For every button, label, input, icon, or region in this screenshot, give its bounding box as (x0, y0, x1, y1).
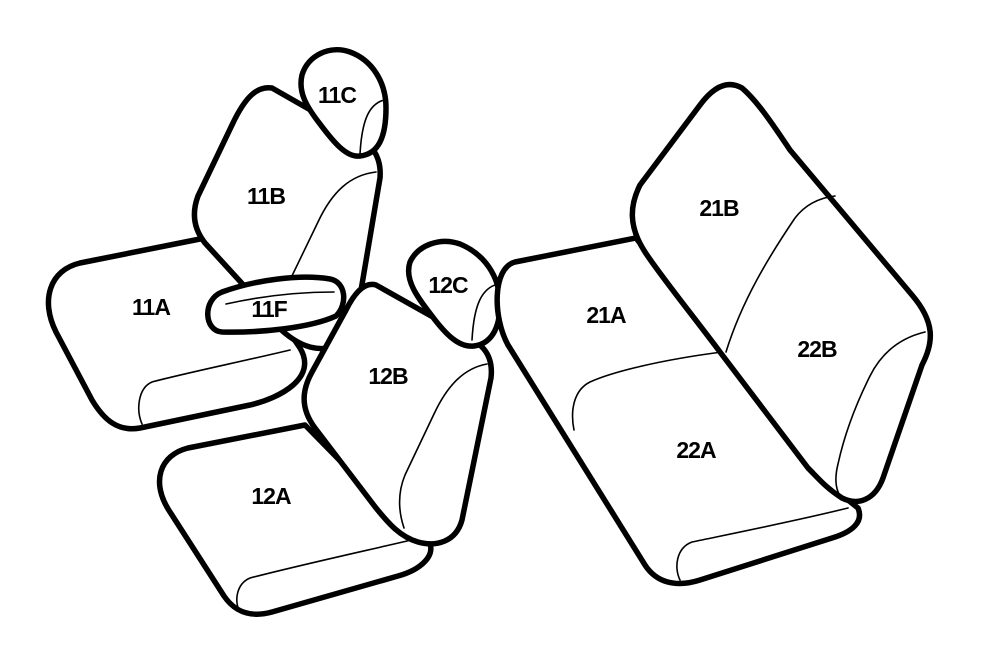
label-11A: 11A (132, 294, 170, 320)
seat-12 (156, 238, 503, 618)
part-21B-22B-backrest (629, 81, 934, 505)
label-11C: 11C (318, 82, 356, 108)
part-11C-side-seam (359, 99, 385, 155)
part-12B-backrest (301, 281, 495, 547)
label-12B: 12B (368, 363, 408, 389)
label-21A: 21A (586, 302, 626, 328)
label-11F: 11F (251, 296, 287, 322)
label-11B: 11B (247, 183, 285, 209)
label-12C: 12C (428, 272, 468, 298)
part-12B-side-seam (398, 363, 488, 529)
part-11C-headrest (298, 47, 389, 159)
label-22A: 22A (676, 437, 716, 463)
part-11A-front-seam (138, 349, 291, 425)
part-12A-cushion (156, 422, 434, 618)
part-12C-headrest (405, 238, 503, 349)
part-21A-22A-cushion (494, 235, 863, 587)
label-12A: 12A (251, 483, 291, 509)
label-22B: 22B (797, 336, 837, 362)
part-21B-22B-divider-seam (725, 195, 836, 353)
part-22B-side-seam (835, 331, 926, 499)
label-21B: 21B (699, 195, 739, 221)
part-11F-inner-seam (225, 291, 335, 305)
seat-11 (45, 47, 389, 432)
part-22A-front-seam (676, 507, 849, 581)
part-12C-side-seam (471, 283, 499, 341)
part-11B-side-seam (289, 171, 377, 281)
rear-bench (494, 81, 934, 587)
part-21A-22A-divider-seam (571, 351, 723, 431)
part-11F-armrest (205, 274, 347, 335)
part-12A-front-seam (236, 537, 421, 613)
